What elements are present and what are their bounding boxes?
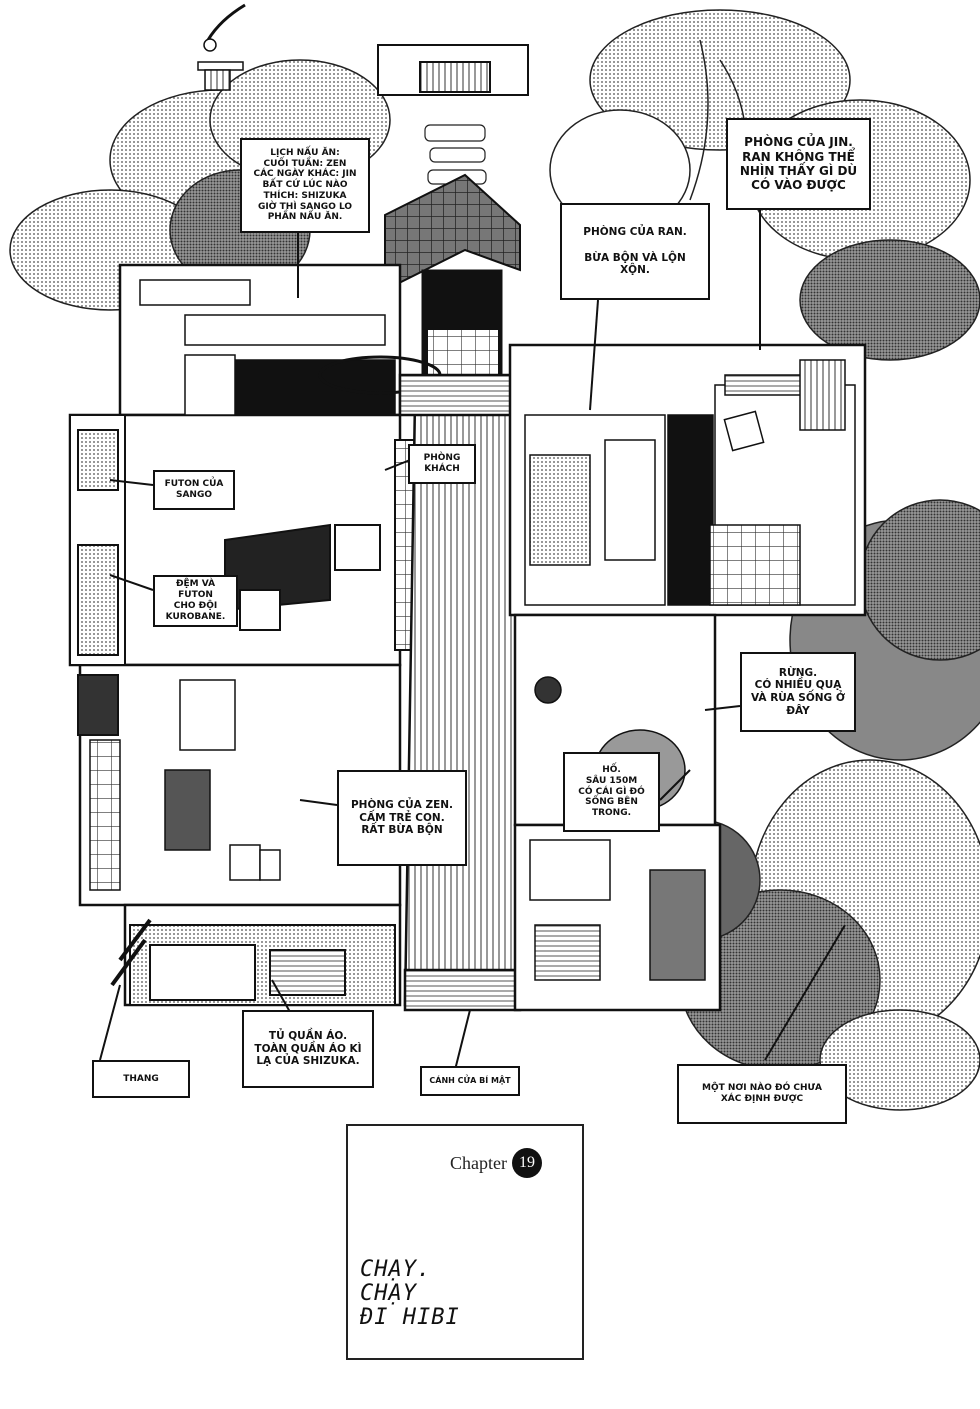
label-cooking-schedule: LỊCH NẤU ĂN: CUỐI TUẦN: ZEN CÁC NGÀY KHÁ… xyxy=(240,138,370,233)
label-hole: HỐ. SÂU 150M CÓ CÁI GÌ ĐÓ SỐNG BÊN TRONG… xyxy=(563,752,660,832)
chapter-title-box: Chapter 19 CHẠY. CHẠY ĐI HIBI xyxy=(346,1124,584,1360)
label-wardrobe: TỦ QUẦN ÁO. TOÀN QUẦN ÁO KÌ LẠ CỦA SHIZU… xyxy=(242,1010,374,1088)
futon-closet xyxy=(69,414,126,736)
bathroom xyxy=(529,839,706,981)
trees-top-right xyxy=(549,9,980,361)
label-jin-room: PHÒNG CỦA JIN. RAN KHÔNG THỂ NHÌN THẤY G… xyxy=(726,118,871,210)
wardrobe xyxy=(110,918,396,1006)
label-ran-room: PHÒNG CỦA RAN. BỪA BỘN VÀ LỘN XỘN. xyxy=(560,203,710,300)
label-zen-room: PHÒNG CỦA ZEN. CẤM TRẺ CON. RẤT BỪA BỘN xyxy=(337,770,467,866)
chapter-number-badge: 19 xyxy=(512,1148,542,1178)
chapter-title: CHẠY. CHẠY ĐI HIBI xyxy=(360,1257,460,1331)
chapter-label: Chapter xyxy=(450,1152,507,1173)
label-unknown-place: MỘT NƠI NÀO ĐÓ CHƯA XÁC ĐỊNH ĐƯỢC xyxy=(677,1064,847,1124)
chapter-heading: Chapter 19 xyxy=(450,1148,542,1178)
zen-room xyxy=(89,679,281,891)
bubble-tails xyxy=(99,208,846,1071)
front-gate xyxy=(377,44,529,96)
character-on-wall xyxy=(197,3,246,91)
kitchen xyxy=(139,279,442,416)
ran-room xyxy=(524,414,714,606)
label-forest: RỪNG. CÓ NHIỀU QUẠ VÀ RÙA SỐNG Ở ĐÂY xyxy=(740,652,856,732)
label-ladder: THANG xyxy=(92,1060,190,1098)
label-living-room: PHÒNG KHÁCH xyxy=(408,444,476,484)
label-kurobane-futon: ĐỆM VÀ FUTON CHO ĐỘI KUROBANE. xyxy=(153,575,238,627)
label-sango-futon: FUTON CỦA SANGO xyxy=(153,470,235,510)
kotatsu-table xyxy=(224,523,381,631)
jin-room xyxy=(709,359,856,606)
stepping-stones xyxy=(424,124,487,185)
label-secret-door: CÁNH CỬA BÍ MẬT xyxy=(420,1066,520,1096)
